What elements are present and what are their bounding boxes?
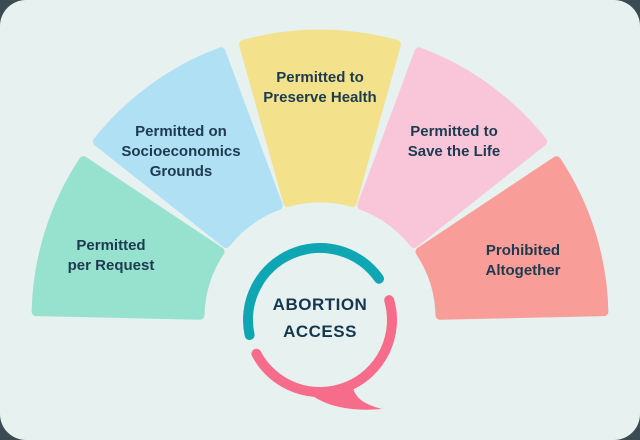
- wedge-permitted-per-request: [31, 156, 225, 320]
- center-speech-bubble: [243, 243, 397, 410]
- wedge-permitted-to-save-the-life: [357, 47, 548, 248]
- wedge-permitted-to-preserve-health: [239, 29, 401, 207]
- bubble-arc-bottom-icon: [251, 295, 397, 398]
- wedge-permitted-on-socioeconomics-grounds: [92, 47, 283, 248]
- speech-bubble-tail-icon: [308, 388, 382, 410]
- fan-wedges: [31, 29, 609, 320]
- wedge-prohibited-altogether: [415, 156, 609, 320]
- bubble-arc-top-icon: [243, 243, 384, 340]
